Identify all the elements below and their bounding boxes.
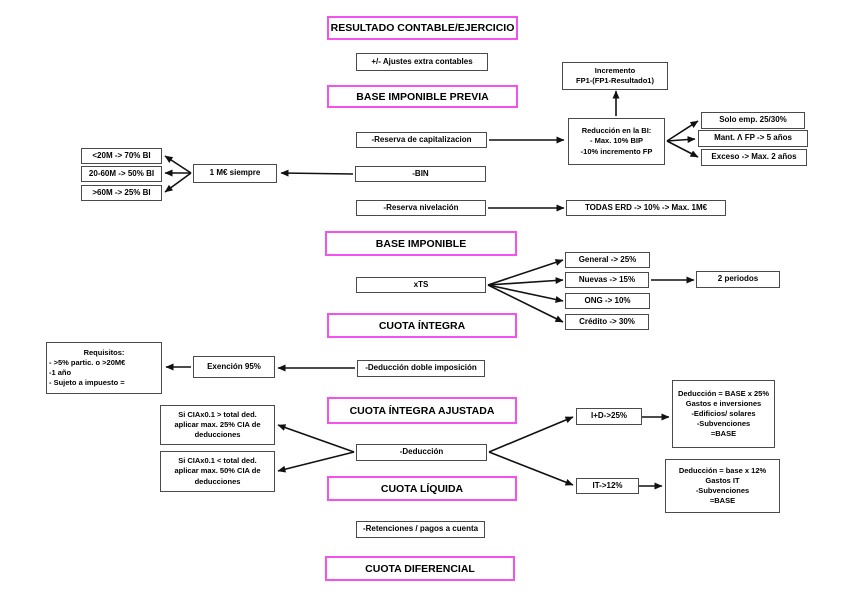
node-retenciones-pagos: -Retenciones / pagos a cuenta [356, 521, 485, 538]
node-20-60m: 20-60M -> 50% BI [81, 166, 162, 182]
node-line: - Max. 10% BIP [590, 136, 643, 146]
node-deduccion-it-detalle: Deducción = base x 12% Gastos IT -Subven… [665, 459, 780, 513]
node-line: Reducción en la BI: [581, 126, 652, 136]
node-2-periodos: 2 periodos [696, 271, 780, 288]
node-xts: xTS [356, 277, 486, 293]
title-cuota-integra: CUOTA ÍNTEGRA [327, 313, 517, 338]
node-it-12: IT->12% [576, 478, 639, 494]
node-line: aplicar max. 25% CIA de [174, 419, 261, 429]
node-menor-20m: <20M -> 70% BI [81, 148, 162, 164]
title-base-imponible: BASE IMPONIBLE [325, 231, 517, 256]
node-line: Si CIAx0.1 < total ded. [178, 456, 257, 466]
node-line: FP1-(FP1-Resultado1) [576, 76, 654, 85]
node-line: =BASE [710, 429, 737, 439]
node-1m-siempre: 1 M€ siempre [193, 164, 277, 183]
node-bin: -BIN [355, 166, 486, 182]
node-deduccion-id-detalle: Deducción = BASE x 25% Gastos e inversio… [672, 380, 775, 448]
node-mant-fp: Mant. Λ FP -> 5 años [698, 130, 808, 147]
node-line: Gastos IT [705, 475, 740, 485]
node-line: Deducción = base x 12% [678, 465, 767, 475]
node-reserva-nivelacion: -Reserva nivelación [356, 200, 486, 216]
node-line: deducciones [194, 476, 241, 486]
node-exencion-95: Exención 95% [193, 356, 275, 378]
node-line: -Edificios/ solares [691, 408, 756, 418]
node-cia-50: Si CIAx0.1 < total ded. aplicar max. 50%… [160, 451, 275, 492]
node-exceso: Exceso -> Max. 2 años [701, 149, 807, 166]
node-line: - >5% partic. o >20M€ [49, 357, 126, 367]
title-cuota-integra-ajustada: CUOTA ÍNTEGRA AJUSTADA [327, 397, 517, 424]
node-reserva-capitalizacion: -Reserva de capitalizacion [356, 132, 487, 148]
title-cuota-diferencial: CUOTA DIFERENCIAL [325, 556, 515, 581]
arrow [280, 169, 354, 177]
node-cia-25: Si CIAx0.1 > total ded. aplicar max. 25%… [160, 405, 275, 445]
node-tipo-credito: Crédito -> 30% [565, 314, 649, 330]
arrow [164, 155, 192, 174]
node-line: =BASE [709, 496, 736, 506]
node-line: -Subvenciones [696, 419, 751, 429]
node-line: deducciones [194, 430, 241, 440]
node-line: Deducción = BASE x 25% [677, 388, 770, 398]
arrow [164, 172, 192, 193]
node-deduccion: -Deducción [356, 444, 487, 461]
node-line: - Sujeto a impuesto = [49, 378, 125, 388]
arrow [666, 136, 696, 144]
node-id-25: I+D->25% [576, 408, 642, 425]
node-line: -1 año [49, 368, 72, 377]
node-requisitos: Requisitos: - >5% partic. o >20M€ -1 año… [46, 342, 162, 394]
node-todas-erd: TODAS ERD -> 10% -> Max. 1M€ [566, 200, 726, 216]
node-tipo-general: General -> 25% [565, 252, 650, 268]
arrow [487, 277, 564, 286]
node-line: Si CIAx0.1 > total ded. [178, 409, 257, 419]
node-ajustes-extracontables: +/- Ajustes extra contables [356, 53, 488, 71]
arrow [666, 140, 699, 158]
node-tipo-ong: ONG -> 10% [565, 293, 650, 309]
arrow [666, 120, 699, 142]
arrow [487, 284, 564, 303]
node-tipo-nuevas: Nuevas -> 15% [565, 272, 649, 288]
node-deduccion-doble-imposicion: -Deducción doble imposición [357, 360, 485, 377]
node-line: Incremento [594, 65, 636, 75]
node-mayor-60m: >60M -> 25% BI [81, 185, 162, 201]
node-line: aplicar max. 50% CIA de [174, 466, 261, 476]
arrow [487, 259, 564, 286]
node-incremento-fp: Incremento FP1-(FP1-Resultado1) [562, 62, 668, 90]
node-reduccion-bi: Reducción en la BI: - Max. 10% BIP -10% … [568, 118, 665, 165]
node-line: Gastos e inversiones [685, 398, 762, 408]
arrow [277, 424, 355, 453]
node-solo-emp: Solo emp. 25/30% [701, 112, 805, 129]
node-line: -Subvenciones [695, 486, 750, 495]
node-line: -10% incremento FP [580, 146, 653, 156]
title-resultado-contable: RESULTADO CONTABLE/EJERCICIO [327, 16, 518, 40]
node-line: Requisitos: [83, 347, 125, 357]
title-base-imponible-previa: BASE IMPONIBLE PREVIA [327, 85, 518, 108]
title-cuota-liquida: CUOTA LÍQUIDA [327, 476, 517, 501]
arrow [277, 451, 355, 473]
